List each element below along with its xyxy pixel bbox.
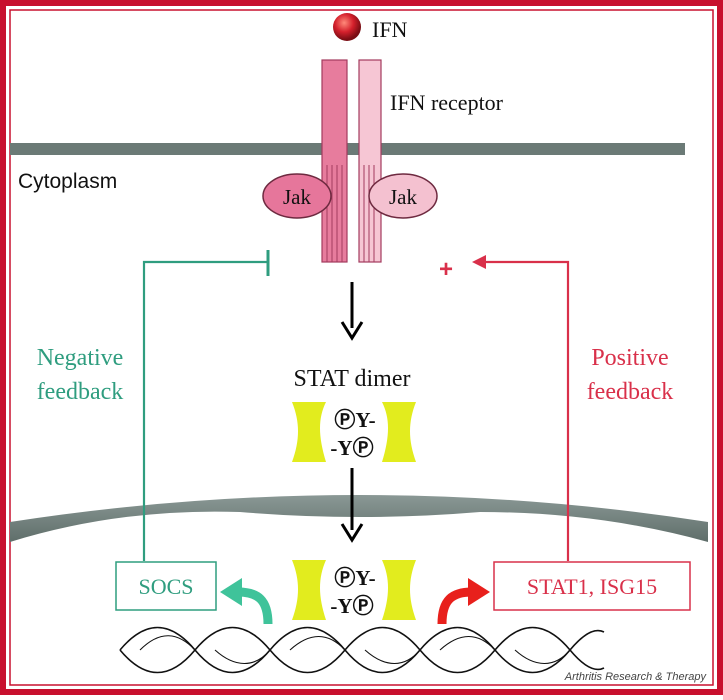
socs-transcription-arrow-icon (220, 578, 273, 625)
positive-feedback-label-line1: Positive (591, 345, 668, 371)
receptor-chain-right (358, 59, 382, 263)
ifn-receptor-label: IFN receptor (390, 90, 504, 115)
ifn-ligand-icon (333, 13, 361, 41)
stat-monomer-right-icon (382, 560, 416, 620)
jak-left-icon (262, 173, 332, 219)
nuclear-envelope (10, 495, 708, 542)
jak-right-label: Jak (389, 185, 417, 209)
positive-feedback-line (482, 260, 570, 561)
phospho-tyrosine-bottom: -YⓅ (330, 594, 373, 618)
stat-dimer-label: STAT dimer (294, 366, 411, 392)
cytoplasm-label: Cytoplasm (18, 170, 117, 193)
phospho-tyrosine-bottom: -YⓅ (330, 436, 373, 460)
ifn-receptor (321, 59, 382, 263)
negative-feedback-label-line1: Negative (37, 345, 124, 371)
stat-monomer-left-icon (292, 402, 326, 462)
jak-left-label: Jak (283, 185, 311, 209)
stat-dimer-nucleus: ⓅY- -YⓅ (292, 560, 416, 620)
socs-label: SOCS (138, 574, 193, 599)
source-credit: Arthritis Research & Therapy (564, 671, 708, 683)
negative-feedback-line (142, 260, 268, 561)
stat-monomer-left-icon (292, 560, 326, 620)
stat-monomer-right-icon (382, 402, 416, 462)
dna-helix-icon (119, 626, 605, 674)
plus-sign: + (439, 256, 453, 283)
stat1-transcription-arrow-icon (437, 578, 490, 625)
positive-feedback-loop (472, 255, 570, 561)
translocation-arrowhead-icon (340, 523, 364, 543)
phospho-tyrosine-top: ⓅY- (334, 408, 375, 432)
receptor-chain-left (321, 59, 348, 263)
stat1-isg15-box (493, 561, 691, 611)
stat-dimer-cytoplasm: ⓅY- -YⓅ (292, 402, 416, 462)
phospho-tyrosine-top: ⓅY- (334, 566, 375, 590)
inner-frame (9, 9, 714, 686)
stat1-isg15-label: STAT1, ISG15 (527, 574, 657, 599)
positive-arrowhead-icon (472, 255, 486, 269)
socs-box (115, 561, 217, 611)
negative-feedback-label-line2: feedback (37, 379, 124, 405)
activation-arrowhead-icon (340, 321, 364, 341)
negative-feedback-loop (142, 250, 270, 561)
jak-right-icon (368, 173, 438, 219)
ifn-label: IFN (372, 17, 408, 42)
positive-feedback-label-line2: feedback (587, 379, 674, 405)
